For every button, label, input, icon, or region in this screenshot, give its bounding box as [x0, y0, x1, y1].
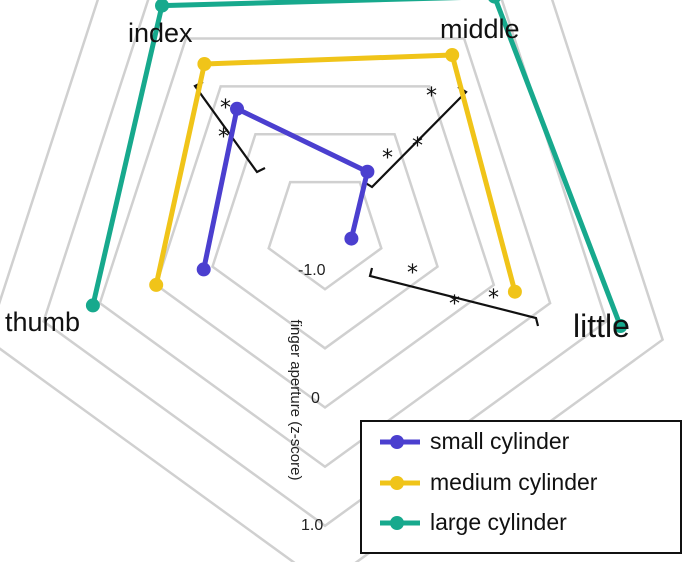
- data-point: [613, 319, 628, 333]
- legend-marker: [390, 476, 404, 490]
- legend-label-medium: medium cylinder: [430, 469, 598, 495]
- data-point: [507, 284, 522, 299]
- legend-marker: [390, 516, 404, 530]
- data-point: [85, 298, 100, 313]
- legend-label-small: small cylinder: [430, 428, 570, 454]
- tick-label-one: 1.0: [301, 517, 323, 534]
- axis-label-middle: middle: [440, 14, 520, 44]
- significance-star: *: [449, 292, 460, 317]
- tick-label-zero: 0: [311, 390, 320, 407]
- axis-label-thumb: thumb: [5, 307, 80, 337]
- data-point: [196, 262, 211, 277]
- significance-star: *: [220, 96, 231, 121]
- significance-star: *: [407, 261, 418, 286]
- data-point: [230, 101, 244, 116]
- data-point: [344, 231, 359, 246]
- legend-label-large: large cylinder: [430, 509, 567, 535]
- series-line: [90, 0, 623, 327]
- data-point: [488, 0, 501, 4]
- y-axis-label: finger aperture (z-score): [287, 320, 304, 481]
- grid-ring: [154, 85, 496, 410]
- grid-ring: [98, 37, 552, 469]
- legend-marker: [390, 435, 404, 449]
- grid-ring: [211, 133, 439, 350]
- series-line: [201, 106, 370, 270]
- series-group: [85, 0, 628, 333]
- data-point: [149, 277, 164, 292]
- data-point: [155, 0, 169, 13]
- data-point: [445, 48, 460, 62]
- axis-label-little: little: [573, 308, 630, 344]
- significance-star: *: [218, 125, 229, 150]
- significance-star: *: [412, 134, 423, 159]
- data-point: [197, 57, 212, 71]
- significance-star: *: [488, 286, 499, 311]
- significance-star: *: [382, 146, 393, 171]
- tick-label-minus-one: -1.0: [298, 262, 326, 279]
- legend: small cylinder medium cylinder large cyl…: [360, 420, 682, 554]
- data-point: [360, 164, 375, 179]
- significance-star: *: [426, 84, 437, 109]
- series-line: [153, 52, 518, 293]
- axis-label-index: index: [128, 18, 193, 48]
- grid-ring: [267, 180, 383, 291]
- bracket-little: [368, 267, 540, 327]
